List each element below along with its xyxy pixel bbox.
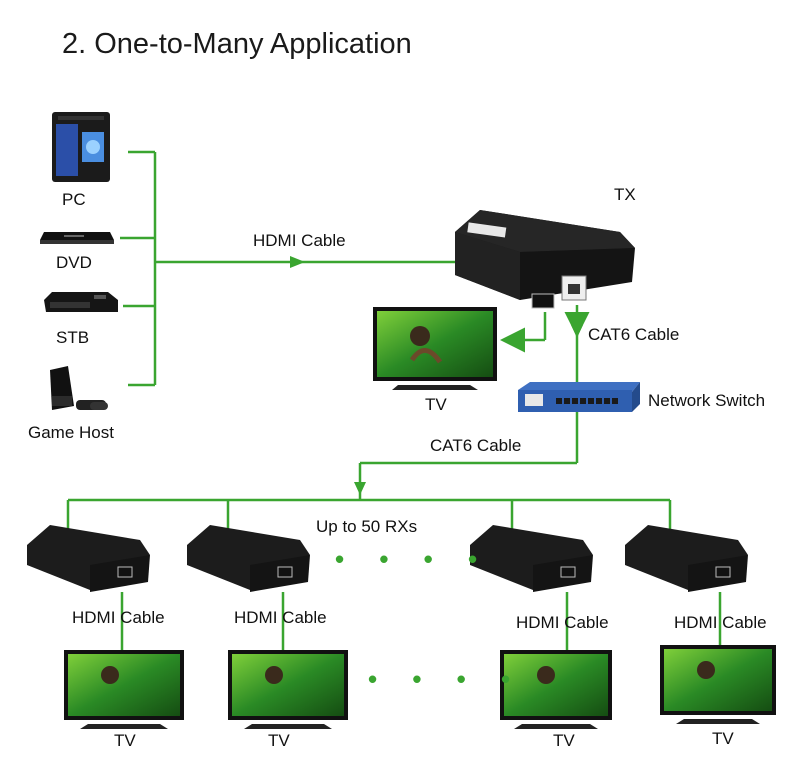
source-cable-label: HDMI Cable — [253, 231, 346, 250]
rx-tv-icon-3 — [500, 650, 612, 729]
rx-tv-label-1: TV — [114, 731, 136, 750]
source-label-game-host: Game Host — [28, 423, 114, 442]
receiver-device-3 — [470, 525, 593, 592]
page-title: 2. One-to-Many Application — [62, 28, 412, 60]
game-console-icon — [50, 366, 108, 410]
source-cable-arrow — [290, 256, 305, 268]
source-label-stb: STB — [56, 328, 90, 347]
receiver-device-4 — [625, 525, 748, 592]
tx-tv-label: TV — [425, 395, 447, 414]
source-label-dvd: DVD — [56, 253, 92, 272]
rx-tv-label-2: TV — [268, 731, 290, 750]
switch-cat6-label: CAT6 Cable — [430, 436, 522, 455]
network-switch-icon — [518, 382, 640, 412]
rx-count-label: Up to 50 RXs — [316, 517, 418, 536]
receiver-device-2 — [187, 525, 310, 592]
rx-cable-label-2: HDMI Cable — [234, 608, 327, 627]
rx-cable-label-4: HDMI Cable — [674, 613, 767, 632]
switch-label: Network Switch — [648, 391, 766, 410]
dvd-player-icon — [40, 232, 114, 244]
tx-ports — [531, 275, 587, 309]
rx-cable-label-1: HDMI Cable — [72, 608, 165, 627]
rx-tv-icon-4 — [660, 645, 776, 724]
pc-tower-icon — [52, 112, 110, 182]
receiver-device-1 — [27, 525, 150, 592]
tx-cat6-label: CAT6 Cable — [588, 325, 680, 344]
tx-label: TX — [614, 185, 636, 204]
rx-cable-label-3: HDMI Cable — [516, 613, 609, 632]
rx-tv-label-4: TV — [712, 729, 734, 748]
source-label-pc: PC — [62, 190, 86, 209]
tx-tv-icon — [373, 307, 497, 390]
tv-ellipsis: • • • • — [368, 664, 525, 694]
transmitter-device — [455, 210, 635, 300]
rx-ellipsis: • • • • — [335, 544, 492, 574]
set-top-box-icon — [44, 292, 118, 312]
rx-tv-icon-2 — [228, 650, 348, 729]
rx-tv-icon-1 — [64, 650, 184, 729]
rx-tv-label-3: TV — [553, 731, 575, 750]
